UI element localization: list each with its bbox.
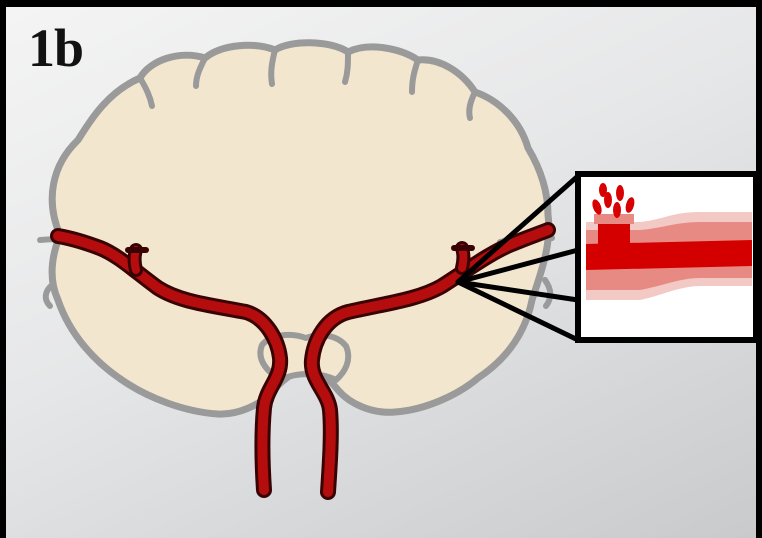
blood-cell (613, 202, 621, 218)
brain (40, 43, 552, 414)
panel-label: 1b (28, 21, 83, 75)
brain-hemorrhage-illustration (6, 7, 756, 538)
brain-sulcus (271, 50, 275, 84)
blood-cell (616, 185, 624, 201)
blood-cell (599, 183, 607, 197)
temporal-notch-left (46, 285, 52, 306)
inset-magnified-vessel (578, 174, 756, 340)
brain-sulcus (345, 52, 348, 82)
vessel-rupture-halo (594, 214, 634, 224)
